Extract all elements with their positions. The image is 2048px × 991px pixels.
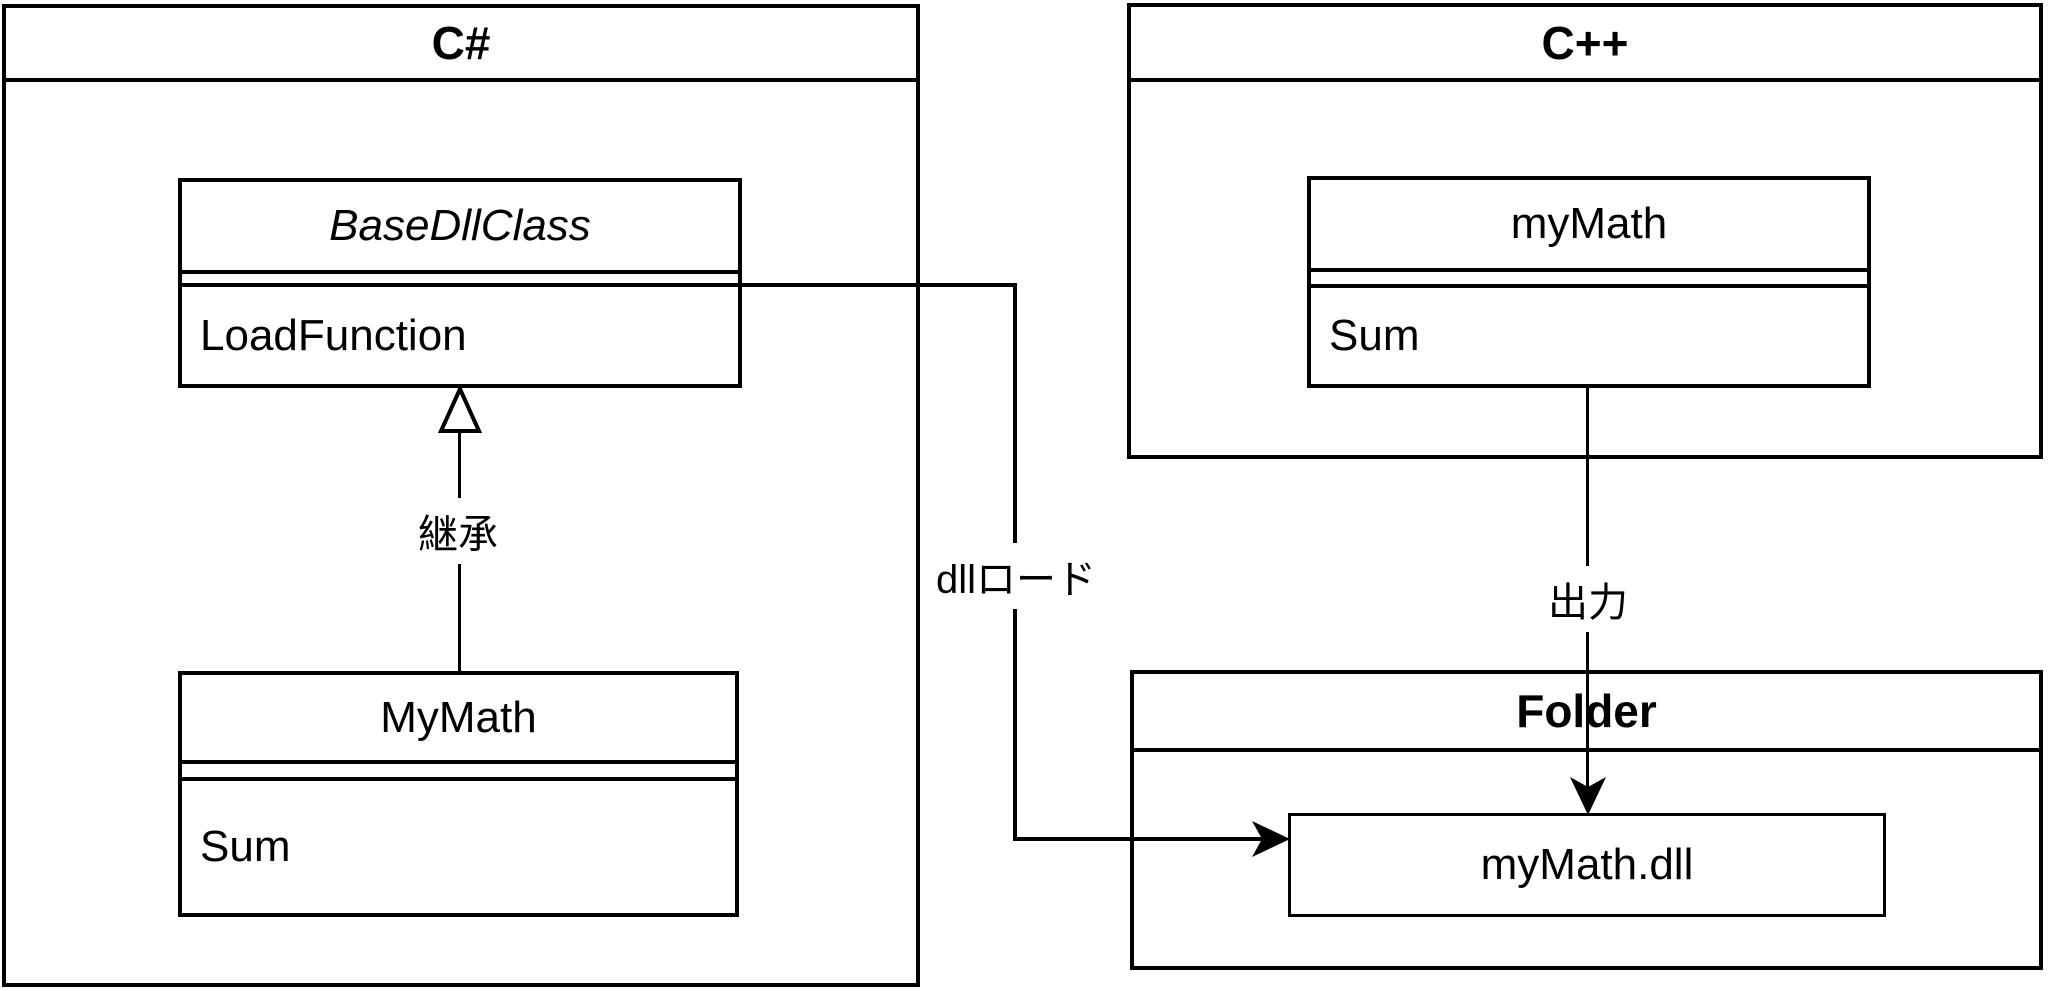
dll-load-edge-segment-bottom [1013, 837, 1262, 841]
package-cpp-title: C++ [1131, 7, 2039, 82]
package-csharp-title: C# [6, 8, 916, 82]
package-csharp-title-text: C# [431, 17, 491, 69]
output-arrowhead-icon [1570, 777, 1606, 815]
dll-load-edge-segment-top [742, 283, 1017, 287]
dll-load-edge-label: dllロード [925, 543, 1107, 609]
output-edge-label: 出力 [1538, 566, 1638, 632]
inheritance-edge-label: 継承 [408, 498, 508, 564]
package-cpp-title-text: C++ [1541, 16, 1629, 69]
class-basedllclass-method: LoadFunction [200, 310, 467, 360]
class-mymath-cpp: myMath Sum [1307, 176, 1871, 388]
artifact-mymath-dll: myMath.dll [1288, 813, 1886, 917]
class-basedllclass-name: BaseDllClass [182, 182, 738, 274]
class-mymath-cpp-attributes-compartment [1311, 272, 1867, 288]
dll-load-arrowhead-icon [1252, 821, 1290, 857]
class-mymath-cs: MyMath Sum [178, 671, 739, 917]
class-basedllclass: BaseDllClass LoadFunction [178, 178, 742, 388]
class-mymath-cpp-method: Sum [1329, 311, 1420, 360]
class-mymath-cs-name: MyMath [182, 675, 735, 764]
artifact-mymath-dll-label: myMath.dll [1480, 840, 1694, 889]
class-basedllclass-attributes-compartment [182, 274, 738, 287]
class-mymath-cs-attributes-compartment [182, 764, 735, 781]
generalization-triangle-icon [438, 386, 482, 433]
class-mymath-cs-method: Sum [200, 822, 291, 871]
class-mymath-cpp-name: myMath [1311, 180, 1867, 272]
